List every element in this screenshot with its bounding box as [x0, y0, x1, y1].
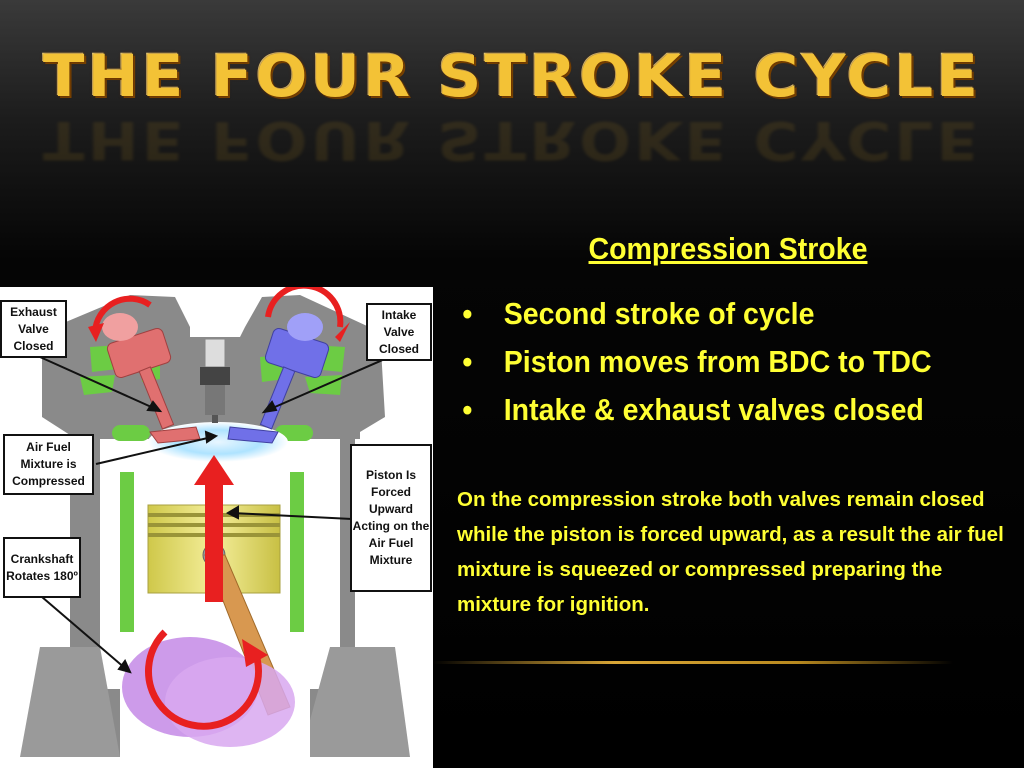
label-intake-valve: Intake Valve Closed [366, 303, 432, 361]
bullet-icon: • [455, 340, 504, 384]
label-air-fuel-mixture: Air Fuel Mixture is Compressed [3, 434, 94, 495]
divider-line [433, 661, 953, 664]
bullet-icon: • [455, 388, 504, 432]
bullet-list: •Second stroke of cycle •Piston moves fr… [455, 292, 1015, 436]
slide-title: THE FOUR STROKE CYCLE [0, 42, 1024, 110]
bullet-item: •Piston moves from BDC to TDC [455, 340, 970, 388]
section-heading: Compression Stroke [570, 231, 886, 267]
label-crankshaft: Crankshaft Rotates 180º [3, 537, 81, 598]
label-exhaust-valve: Exhaust Valve Closed [0, 300, 67, 358]
label-piston: Piston Is Forced Upward Acting on the Ai… [350, 444, 432, 592]
bullet-item: •Intake & exhaust valves closed [455, 388, 970, 436]
engine-diagram: Exhaust Valve Closed Intake Valve Closed… [0, 287, 433, 768]
bullet-icon: • [455, 292, 504, 336]
bullet-item: •Second stroke of cycle [455, 292, 970, 340]
description-paragraph: On the compression stroke both valves re… [457, 482, 1017, 622]
title-reflection: THE FOUR STROKE CYCLE [0, 109, 1024, 170]
